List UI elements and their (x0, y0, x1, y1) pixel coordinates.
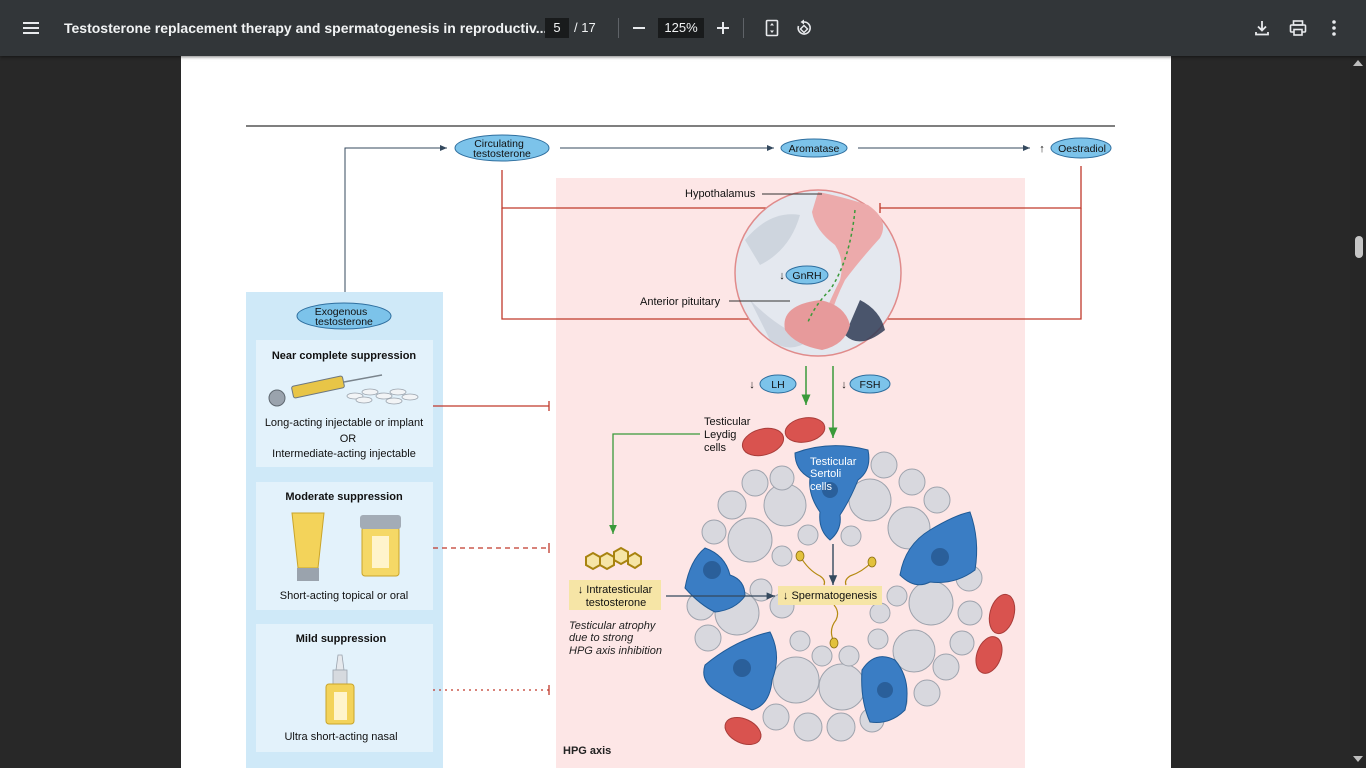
circulating-testosterone-pill (454, 134, 550, 162)
vertical-scrollbar[interactable] (1350, 56, 1366, 768)
zoom-level-input[interactable]: 125% (658, 18, 704, 38)
fit-page-icon[interactable] (758, 14, 786, 42)
sertoli-cells-label: Sertoli (810, 468, 841, 480)
aromatase-label: Aromatase (789, 143, 840, 155)
page-total: / 17 (574, 20, 596, 35)
fsh-pill (849, 374, 891, 394)
lh-label: LH (771, 379, 784, 391)
moderate-suppression-card (256, 482, 433, 610)
hypothalamus-label: Hypothalamus (685, 188, 756, 200)
intratesticular-testosterone-box (569, 580, 661, 610)
spermatogenesis-box (778, 586, 882, 605)
circulating-testosterone-label: testosterone (473, 148, 531, 160)
moderate-suppression-desc: Short-acting topical or oral (280, 590, 408, 602)
aromatase-pill (780, 138, 848, 158)
mild-suppression-title: Mild suppression (296, 633, 387, 645)
gel-tube-and-jar-icon (291, 512, 401, 581)
exogenous-testosterone-label: testosterone (315, 316, 373, 328)
near-complete-suppression-desc: Long-acting injectable or implant (265, 417, 423, 429)
testicular-atrophy-note: due to strong (569, 632, 634, 644)
exogenous-testosterone-pill (296, 302, 392, 330)
page-number-input[interactable]: 5 (545, 18, 569, 38)
intratesticular-testosterone-label: testosterone (586, 597, 647, 609)
scrollbar-thumb[interactable] (1355, 236, 1363, 258)
leydig-to-testosterone-arrow (609, 433, 700, 534)
fsh-arrow: ↓ (841, 379, 847, 391)
oestradiol-label: Oestradiol (1058, 143, 1106, 155)
scroll-down-arrow-icon[interactable] (1353, 756, 1363, 762)
lh-pill (759, 374, 797, 394)
spermatogenesis-label: ↓ Spermatogenesis (783, 590, 878, 602)
seminiferous-tubule-illustration (684, 417, 1016, 746)
testicular-atrophy-note: Testicular atrophy (569, 620, 657, 632)
near-complete-suppression-title: Near complete suppression (272, 350, 417, 362)
figure-hpg-axis: HPG axis Circulating testosterone Aromat… (246, 125, 1115, 768)
toolbar-divider (618, 18, 619, 38)
gnrh-arrow: ↓ (779, 270, 785, 282)
testicular-atrophy-note: HPG axis inhibition (569, 645, 662, 657)
exogenous-to-circulating-arrow (344, 145, 447, 292)
download-icon[interactable] (1248, 14, 1276, 42)
negative-feedback-lines (433, 166, 1082, 695)
hpg-axis-label: HPG axis (563, 745, 611, 757)
zoom-out-icon[interactable] (625, 14, 653, 42)
sertoli-cells-label: cells (810, 481, 833, 493)
more-options-icon[interactable] (1320, 14, 1348, 42)
leydig-cells-label: cells (704, 442, 727, 454)
gnrh-pill (785, 265, 829, 285)
pdf-toolbar: Testosterone replacement therapy and spe… (0, 0, 1366, 56)
circulating-testosterone-label: Circulating (474, 138, 524, 150)
document-title: Testosterone replacement therapy and spe… (64, 20, 548, 36)
fsh-label: FSH (860, 379, 881, 391)
print-icon[interactable] (1284, 14, 1312, 42)
sertoli-cells-label: Testicular (810, 456, 857, 468)
intratesticular-testosterone-label: ↓ Intratesticular (578, 584, 653, 596)
near-complete-suppression-desc: Intermediate-acting injectable (272, 448, 416, 460)
hamburger-menu-icon[interactable] (18, 14, 46, 42)
gnrh-label: GnRH (792, 270, 821, 282)
near-complete-suppression-card (256, 340, 433, 467)
rotate-icon[interactable] (790, 14, 818, 42)
mild-suppression-desc: Ultra short-acting nasal (284, 731, 397, 743)
leydig-cells-label: Testicular (704, 416, 751, 428)
syringe-and-implant-icon (268, 374, 419, 407)
scroll-up-arrow-icon[interactable] (1353, 60, 1363, 66)
lh-arrow: ↓ (749, 379, 755, 391)
leydig-cells-label: Leydig (704, 429, 736, 441)
zoom-in-icon[interactable] (709, 14, 737, 42)
oestradiol-pill (1050, 137, 1112, 159)
toolbar-divider (743, 18, 744, 38)
pdf-page: HPG axis Circulating testosterone Aromat… (181, 56, 1171, 768)
nasal-spray-icon (325, 654, 355, 725)
exogenous-testosterone-label: Exogenous (315, 306, 368, 318)
moderate-suppression-title: Moderate suppression (285, 491, 403, 503)
oestradiol-arrow: ↑ (1039, 143, 1045, 155)
anterior-pituitary-label: Anterior pituitary (640, 296, 721, 308)
near-complete-suppression-desc: OR (340, 433, 357, 445)
steroid-molecule-icon (585, 546, 642, 571)
